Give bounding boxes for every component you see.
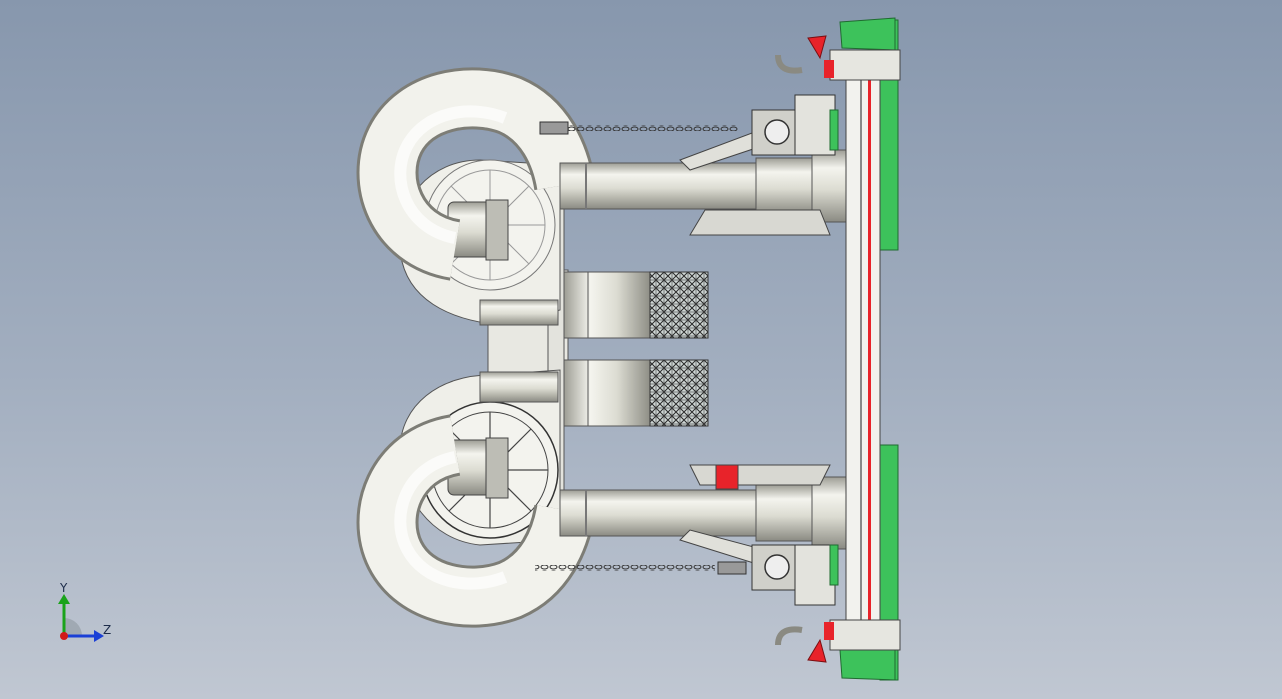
- lower-main-pipe: [559, 476, 849, 550]
- y-axis-label: Y: [59, 581, 68, 595]
- upper-actuator: [751, 94, 836, 156]
- lower-actuator: [751, 544, 836, 606]
- upper-filter-box: [563, 271, 709, 339]
- upper-bend-duct: [356, 67, 596, 281]
- red-nozzles: [807, 35, 834, 663]
- z-axis-arrow-icon: [94, 630, 104, 642]
- lower-chain: [535, 561, 747, 575]
- lower-inlet-hub: [447, 437, 509, 499]
- lower-support-bracket: [679, 464, 831, 566]
- upper-inlet-hub: [447, 199, 509, 261]
- upper-chain: [539, 121, 738, 135]
- y-axis-arrow-icon: [58, 594, 70, 604]
- lower-bend-duct: [356, 414, 596, 628]
- coordinate-triad: Y Z: [58, 581, 111, 642]
- hose-fittings: [775, 54, 803, 646]
- triad-origin-icon: [60, 632, 68, 640]
- z-axis-label: Z: [103, 623, 111, 637]
- main-header-beam: [829, 49, 901, 651]
- upper-support-bracket: [679, 129, 831, 236]
- upper-main-pipe: [559, 149, 849, 223]
- lower-filter-box: [563, 359, 709, 427]
